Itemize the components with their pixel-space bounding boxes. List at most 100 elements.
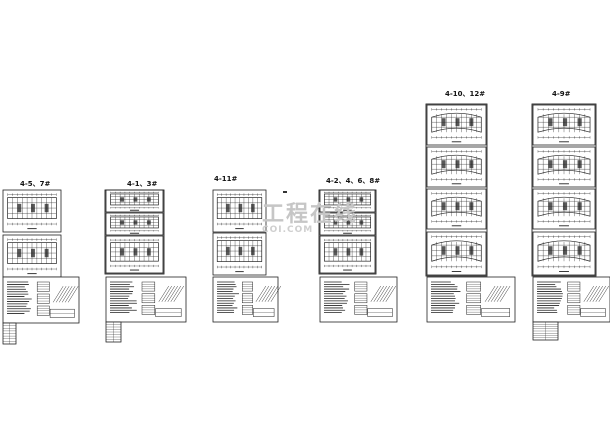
core-block (441, 246, 446, 255)
floor-plan-sheet (532, 104, 596, 146)
core-block (548, 160, 553, 169)
detail-hatch (258, 285, 270, 302)
floor-plan-sheet (105, 235, 164, 274)
core-block (238, 246, 243, 256)
detail-hatch (586, 285, 598, 302)
core-block (31, 203, 35, 213)
core-block (548, 202, 553, 211)
detail-hatch (583, 285, 595, 302)
core-block (562, 160, 568, 169)
drawing-set-col4 (319, 189, 398, 323)
core-block (120, 197, 124, 202)
title-block (2, 322, 17, 345)
core-block (333, 220, 338, 225)
floor-plan-sheet (426, 231, 487, 276)
detail-hatch (64, 286, 76, 303)
detail-hatch (164, 285, 175, 302)
core-block (146, 220, 151, 225)
core-block (469, 160, 474, 169)
core-block (562, 202, 568, 211)
detail-hatch (496, 285, 508, 302)
stack-frame (425, 103, 488, 277)
detail-hatch (61, 286, 73, 303)
core-block (359, 248, 364, 256)
core-block (577, 160, 582, 169)
plan-outline (537, 240, 591, 262)
core-block (577, 246, 582, 255)
detail-hatch (158, 285, 169, 302)
core-block (226, 203, 230, 213)
detail-hatch (270, 285, 282, 302)
stack-frame (104, 189, 165, 275)
floor-plan-sheet (2, 234, 62, 278)
detail-hatch (376, 285, 388, 302)
marker-dot (283, 191, 287, 193)
column-label-4-2-4-6-8: 4-2、4、6、8# (326, 177, 381, 185)
core-block (548, 246, 553, 255)
core-block (346, 220, 351, 225)
detail-hatch (592, 285, 604, 302)
sheet-frame (105, 276, 187, 323)
column-label-4-9: 4-9# (552, 90, 571, 98)
detail-hatch (373, 285, 385, 302)
floor-plan-sheet (212, 232, 267, 276)
floor-plan-sheet (532, 231, 596, 276)
core-block (469, 118, 474, 127)
core-block (251, 203, 255, 213)
floor-plan-sheet (2, 189, 62, 233)
notes-sheet (105, 276, 187, 323)
core-block (577, 202, 582, 211)
detail-hatch (170, 285, 181, 302)
core-block (146, 248, 151, 256)
title-block (532, 321, 559, 341)
detail-hatch (487, 285, 499, 302)
core-block (441, 160, 446, 169)
column-label-4-11: 4-11# (214, 175, 238, 183)
core-block (455, 118, 460, 127)
column-label-4-1-3: 4-1、3# (127, 180, 158, 188)
core-block (346, 248, 351, 256)
detail-hatch (379, 285, 391, 302)
notes-sheet (532, 276, 610, 323)
detail-hatch (382, 285, 394, 302)
floor-plan-sheet (426, 104, 487, 146)
drawing-set-col6 (532, 104, 610, 341)
core-block (31, 248, 35, 258)
detail-hatch (484, 285, 496, 302)
core-block (441, 118, 446, 127)
notes-sheet (212, 276, 282, 323)
core-block (562, 246, 568, 255)
floor-plan-sheet (532, 146, 596, 188)
detail-hatch (370, 285, 382, 302)
drawing-set-col5 (426, 104, 516, 323)
detail-hatch (267, 285, 279, 302)
detail-hatch (255, 285, 267, 302)
drawing-set-col3 (212, 189, 282, 323)
core-block (133, 248, 138, 256)
floor-plan-sheet (105, 212, 164, 236)
detail-hatch (173, 285, 184, 302)
notes-sheet (426, 276, 516, 323)
detail-hatch (55, 286, 67, 303)
detail-hatch (589, 285, 601, 302)
column-label-4-10-12: 4-10、12# (445, 90, 486, 98)
core-block (359, 220, 364, 225)
core-block (455, 202, 460, 211)
core-block (455, 246, 460, 255)
sheet-frame (2, 276, 80, 324)
sheet-frame (426, 276, 516, 323)
notes-sheet (2, 276, 80, 324)
plan-outline (431, 240, 482, 262)
title-block (105, 321, 122, 343)
detail-hatch (161, 285, 172, 302)
core-block (333, 248, 338, 256)
core-block (133, 220, 138, 225)
core-block (455, 160, 460, 169)
core-block (359, 197, 364, 202)
core-block (333, 197, 338, 202)
detail-hatch (499, 285, 511, 302)
sheet-frame (532, 276, 610, 323)
drawing-set-col1 (2, 189, 80, 345)
floor-plan-sheet (319, 212, 376, 236)
